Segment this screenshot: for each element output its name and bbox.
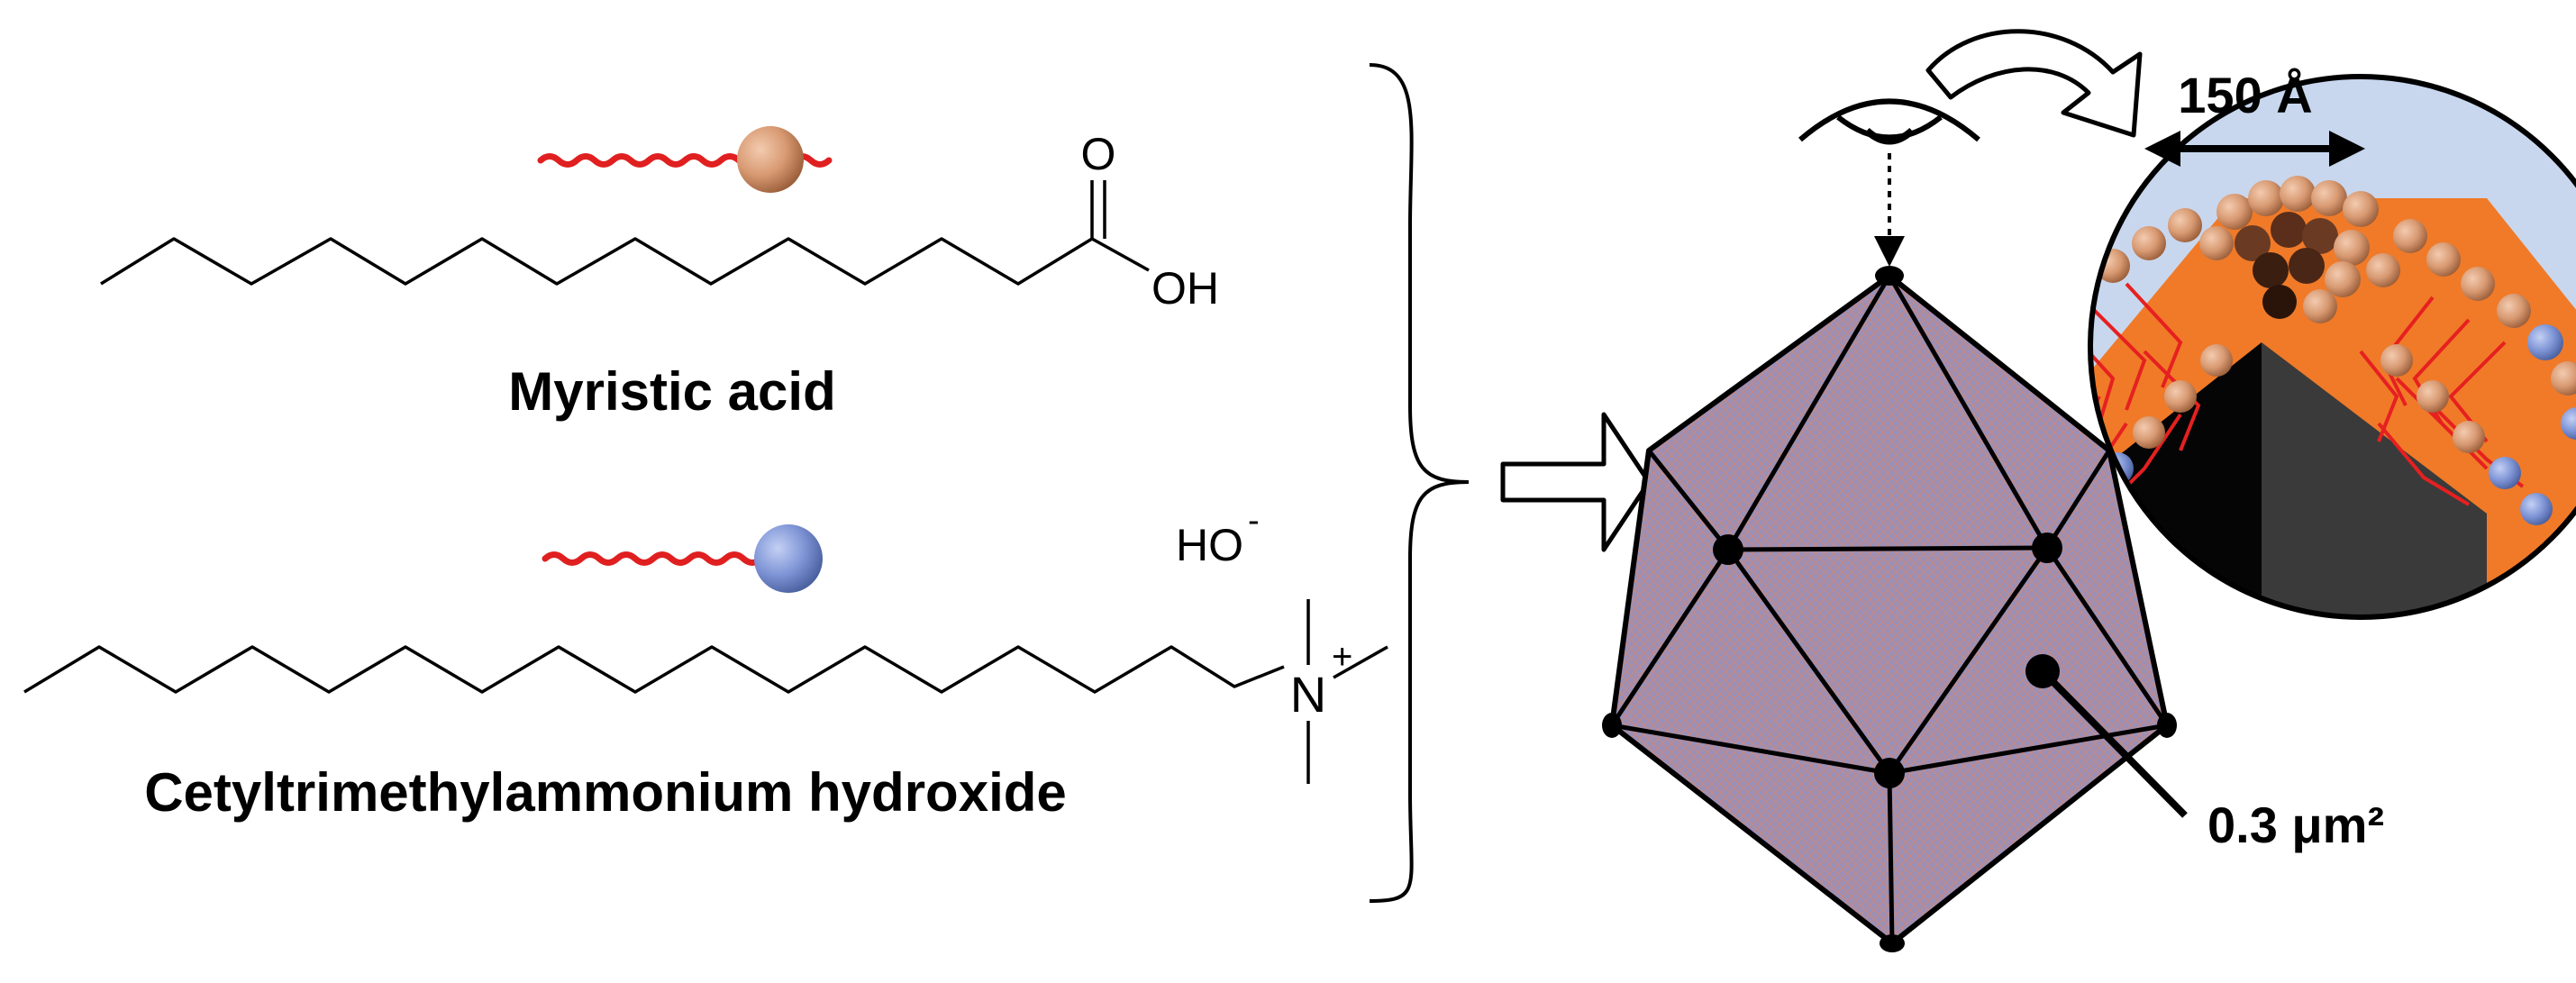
myristic-acid-name: Myristic acid [508,361,836,422]
ctah-group: HO - N + Cetyltrimethylammonium hydroxid… [23,502,1388,823]
curved-arrow-icon [1925,29,2143,138]
myristic-acid-head [737,126,804,193]
inset-interior-right [2262,342,2487,617]
block-arrow-icon [1500,412,1652,552]
myristic-acid-group: O OH Myristic acid [100,126,1219,422]
face-area-label: 0.3 μm² [2207,796,2384,853]
eye-icon [1798,98,1980,145]
atom-n: N [1290,666,1326,723]
atom-o: O [1081,129,1116,179]
spacing-label: 150 Å [2178,67,2312,123]
inset-border [2088,74,2576,620]
icosahedron-edges [1609,274,2170,945]
counterion-ho: HO [1176,520,1243,570]
spacing-arrowhead-right-icon [2329,131,2365,167]
ctah-head [754,524,823,593]
inset-zoom: 150 Å [2088,67,2576,620]
ctah-chain [23,645,1285,694]
inset-apex-cluster [2199,176,2400,323]
counterion-charge: - [1248,502,1260,540]
icosahedron: 0.3 μm² [1602,266,2384,952]
atom-oh: OH [1151,263,1219,314]
curly-brace [1369,63,1470,903]
ctah-name: Cetyltrimethylammonium hydroxide [144,762,1067,823]
view-arrowhead-icon [1874,236,1905,267]
atom-n-charge: + [1332,637,1352,677]
spacing-arrowhead-left-icon [2144,131,2180,167]
icosahedron-vertices [1602,266,2177,952]
area-leader-line [2040,669,2188,818]
myristic-acid-chain [100,237,1150,286]
n-methyl-right [1333,645,1388,679]
